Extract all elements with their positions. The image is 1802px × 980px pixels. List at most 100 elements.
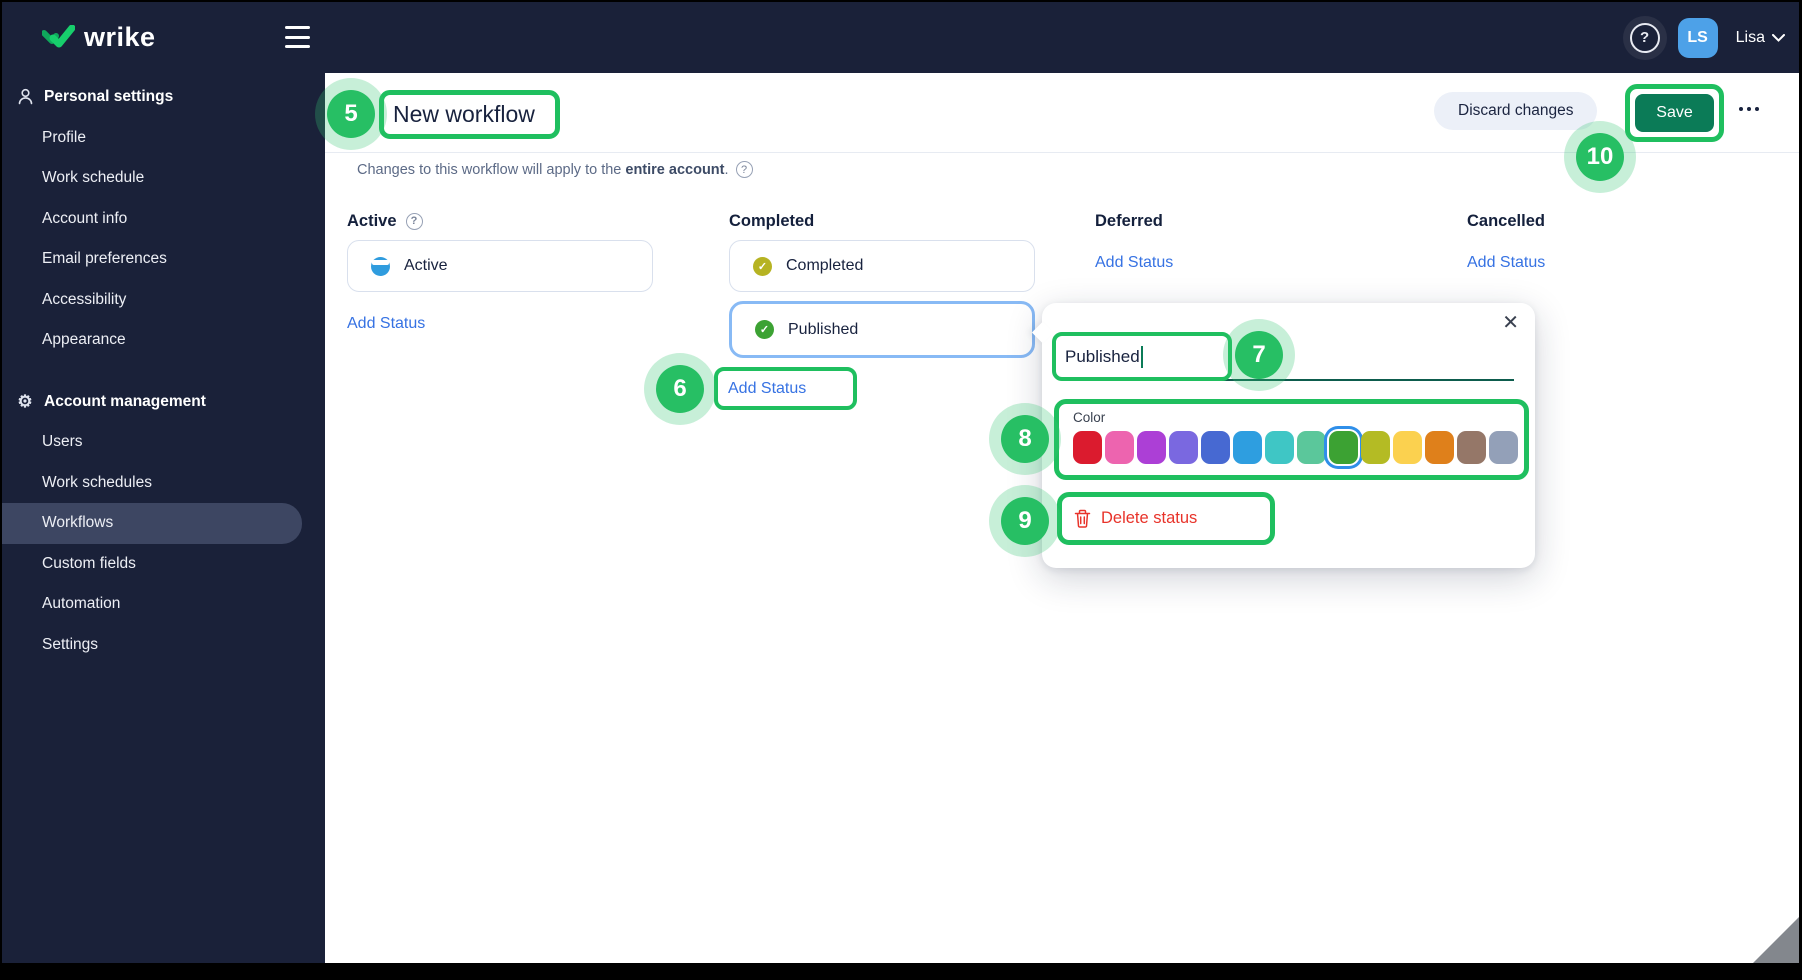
annotation-step-5: 5: [315, 78, 387, 150]
delete-status-button[interactable]: Delete status: [1062, 509, 1197, 528]
user-name: Lisa: [1735, 28, 1765, 46]
wrike-logo[interactable]: wrike: [42, 22, 156, 53]
sidebar-item-users[interactable]: Users: [2, 422, 325, 463]
color-swatch[interactable]: [1329, 431, 1358, 464]
color-swatch[interactable]: [1233, 431, 1262, 464]
status-name-input[interactable]: Published: [1065, 346, 1140, 366]
annotation-box-color: Color: [1054, 399, 1529, 480]
sidebar-item-label: Settings: [42, 635, 99, 653]
settings-sidebar: Personal settings Profile Work schedule …: [2, 73, 325, 963]
color-swatch[interactable]: [1393, 431, 1422, 464]
account-notice: Changes to this workflow will apply to t…: [357, 161, 753, 178]
column-deferred: Deferred Add Status: [1095, 210, 1401, 272]
wrike-app-window: wrike ? LS Lisa Personal settings: [2, 2, 1799, 963]
column-title: Active: [347, 211, 397, 230]
column-completed: Completed ✓ Completed ✓ Published: [729, 210, 1035, 358]
sidebar-item-label: Custom fields: [42, 554, 136, 572]
help-glyph: ?: [1640, 29, 1650, 46]
annotation-step-10: 10: [1564, 121, 1636, 193]
delete-status-label: Delete status: [1101, 509, 1198, 527]
discard-changes-button[interactable]: Discard changes: [1434, 92, 1598, 130]
wrike-logo-text: wrike: [84, 22, 156, 52]
sidebar-item-label: Automation: [42, 595, 121, 613]
check-circle-icon: ✓: [753, 256, 772, 276]
color-swatch[interactable]: [1201, 431, 1230, 464]
annotation-box-save: Save: [1625, 84, 1724, 142]
color-swatch[interactable]: [1297, 431, 1326, 464]
help-icon[interactable]: ?: [1629, 22, 1660, 53]
sidebar-item-label: Appearance: [42, 331, 126, 349]
workflow-editor: 5 New workflow Discard changes Save 10 C…: [315, 73, 1799, 963]
color-swatch[interactable]: [1073, 431, 1102, 464]
color-swatch[interactable]: [1105, 431, 1134, 464]
sidebar-item-profile[interactable]: Profile: [2, 118, 325, 159]
sidebar-item-work-schedule[interactable]: Work schedule: [2, 158, 325, 199]
column-active: Active ? Active Add Status: [347, 210, 653, 333]
color-swatch[interactable]: [1425, 431, 1454, 464]
sidebar-item-custom-fields[interactable]: Custom fields: [2, 544, 325, 585]
active-status-icon: [371, 256, 390, 276]
add-status-link-completed[interactable]: Add Status: [728, 379, 807, 397]
add-status-link-deferred[interactable]: Add Status: [1095, 254, 1174, 271]
chevron-down-icon: [1772, 33, 1785, 42]
notice-bold-text: entire account: [625, 161, 725, 178]
help-icon[interactable]: ?: [405, 212, 423, 230]
color-swatch[interactable]: [1361, 431, 1390, 464]
sidebar-item-label: Email preferences: [42, 250, 167, 268]
check-circle-icon: ✓: [755, 320, 774, 339]
user-menu[interactable]: Lisa: [1736, 29, 1785, 47]
status-label: Completed: [786, 257, 864, 274]
sidebar-item-email-preferences[interactable]: Email preferences: [2, 239, 325, 280]
notice-text: Changes to this workflow will apply to t…: [357, 161, 626, 178]
sidebar-item-appearance[interactable]: Appearance: [2, 320, 325, 361]
status-edit-popup: ✕ Published Color Delete status: [1031, 303, 1535, 568]
top-bar: wrike ? LS Lisa: [2, 2, 1799, 73]
status-name-underline: [1067, 379, 1514, 381]
sidebar-section-label: Account management: [44, 392, 206, 410]
folded-corner-decoration: [1753, 917, 1799, 963]
status-card-active[interactable]: Active: [347, 240, 653, 292]
sidebar-item-settings[interactable]: Settings: [2, 625, 325, 666]
annotation-box-add-status: Add Status: [714, 367, 857, 410]
color-swatch[interactable]: [1457, 431, 1486, 464]
close-icon[interactable]: ✕: [1502, 312, 1519, 334]
sidebar-item-label: Workflows: [42, 514, 114, 532]
sidebar-item-accessibility[interactable]: Accessibility: [2, 280, 325, 321]
sidebar-item-label: Account info: [42, 209, 128, 227]
add-status-link-active[interactable]: Add Status: [347, 315, 426, 332]
trash-icon: [1074, 509, 1091, 528]
column-title: Completed: [729, 211, 815, 230]
annotation-box-delete: Delete status: [1057, 492, 1275, 545]
status-card-completed[interactable]: ✓ Completed: [729, 240, 1035, 292]
color-swatch[interactable]: [1489, 431, 1518, 464]
annotation-box-status-name: Published: [1052, 332, 1232, 381]
workflow-title-input[interactable]: New workflow: [393, 101, 535, 127]
sidebar-item-automation[interactable]: Automation: [2, 584, 325, 625]
sidebar-item-label: Users: [42, 433, 83, 451]
sidebar-item-account-info[interactable]: Account info: [2, 199, 325, 240]
status-label: Published: [788, 320, 859, 338]
help-icon[interactable]: ?: [735, 161, 753, 178]
status-card-published[interactable]: ✓ Published: [729, 301, 1035, 358]
avatar[interactable]: LS: [1677, 17, 1718, 58]
annotation-step-8: 8: [989, 403, 1061, 475]
gear-icon: ⚙: [17, 392, 33, 412]
color-swatch[interactable]: [1137, 431, 1166, 464]
annotation-step-6: 6: [644, 353, 716, 425]
color-swatch[interactable]: [1169, 431, 1198, 464]
save-button[interactable]: Save: [1635, 94, 1714, 132]
more-options-icon[interactable]: [1739, 103, 1765, 115]
column-cancelled: Cancelled Add Status: [1467, 210, 1773, 272]
wrike-logo-icon: [42, 24, 75, 47]
sidebar-item-work-schedules[interactable]: Work schedules: [2, 463, 325, 504]
add-status-link-cancelled[interactable]: Add Status: [1467, 254, 1546, 271]
text-cursor: [1140, 345, 1143, 368]
hamburger-menu-icon[interactable]: [285, 26, 310, 48]
sidebar-section-label: Personal settings: [44, 88, 174, 106]
color-swatches: [1073, 431, 1518, 464]
annotation-box-title: New workflow: [379, 90, 560, 139]
sidebar-section-account-management: ⚙ Account management: [2, 382, 325, 423]
color-swatch[interactable]: [1265, 431, 1294, 464]
column-title: Deferred: [1095, 211, 1163, 230]
sidebar-item-workflows[interactable]: Workflows: [2, 503, 302, 544]
